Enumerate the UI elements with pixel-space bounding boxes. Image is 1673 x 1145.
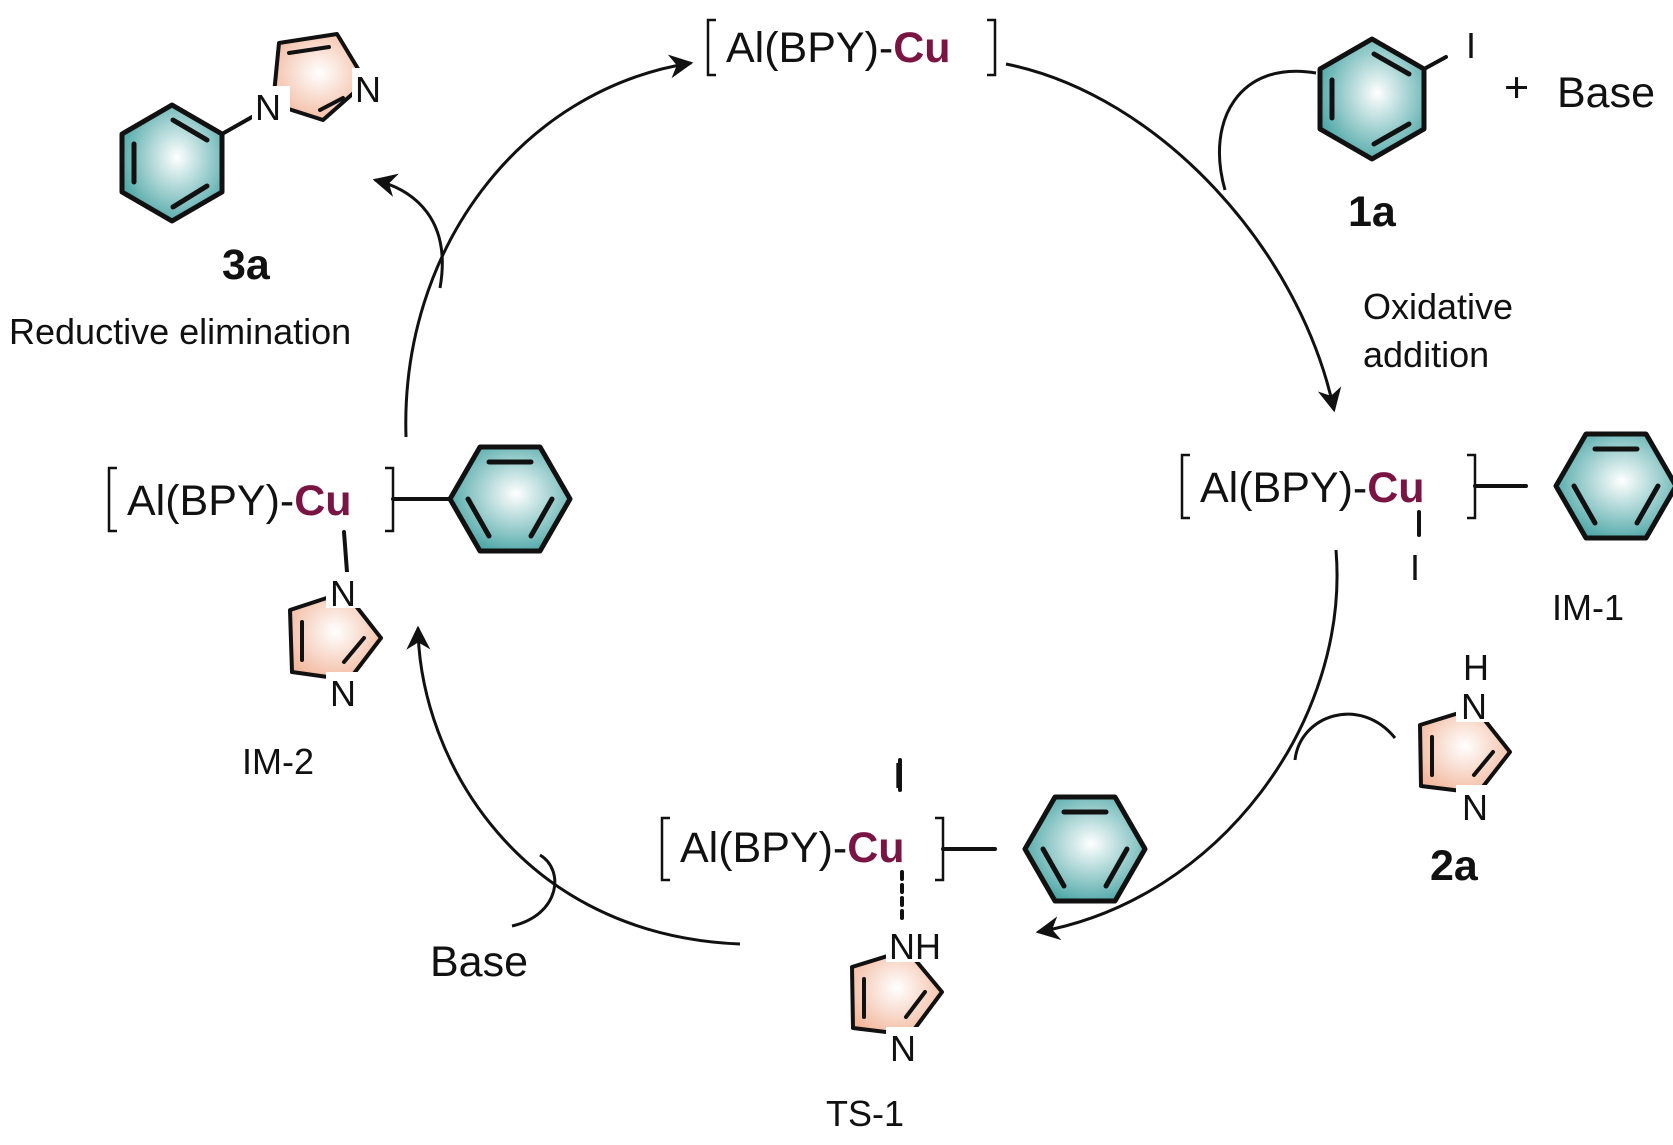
step-oxidative-line2: addition: [1363, 334, 1489, 375]
copper-label: Cu: [1367, 464, 1424, 512]
iodine-label: I: [1410, 547, 1420, 588]
bracket-left: [1180, 453, 1190, 520]
intermediate-im1: Al(BPY)-Cu I IM-1: [1180, 431, 1673, 628]
complex-prefix: Al(BPY)-: [726, 24, 893, 72]
reagent-2a-entry-curve: [1293, 712, 1397, 761]
svg-text:Al(BPY)-Cu: Al(BPY)-Cu: [1200, 464, 1425, 512]
complex-top: Al(BPY)-Cu: [706, 18, 997, 77]
reagent-1a: I + Base 1a: [1317, 25, 1655, 236]
imidazole-ring: [288, 590, 383, 682]
cu-n-bond: [342, 530, 349, 574]
label-im2: IM-2: [242, 741, 314, 782]
imidazole-ring: [1418, 706, 1512, 795]
copper-label: Cu: [893, 24, 950, 72]
base-entry-curve: [511, 853, 557, 928]
imidazole-ring: [850, 948, 944, 1037]
n-top-label: N: [1461, 686, 1487, 727]
arc-top-to-im1: [1005, 62, 1342, 413]
complex-prefix: Al(BPY)-: [1200, 464, 1367, 512]
n-bottom-label: N: [890, 1028, 916, 1069]
intermediate-im2: Al(BPY)-Cu N N IM-2: [107, 444, 573, 782]
arc-ts1-to-im2: [406, 625, 741, 946]
complex-prefix: Al(BPY)-: [680, 824, 847, 872]
product-3a: N N 3a: [119, 32, 390, 289]
label-3a: 3a: [222, 241, 271, 289]
svg-text:Al(BPY)-Cu: Al(BPY)-Cu: [680, 824, 905, 872]
arc-im2-to-top: [404, 54, 694, 438]
iodine-label: I: [1466, 25, 1476, 66]
svg-text:Al(BPY)-Cu: Al(BPY)-Cu: [726, 24, 951, 72]
n-top-label: N: [330, 573, 356, 614]
base-label: Base: [430, 938, 528, 986]
copper-label: Cu: [847, 824, 904, 872]
copper-label: Cu: [294, 477, 351, 525]
label-ts1: TS-1: [826, 1093, 904, 1134]
bracket-left: [706, 18, 716, 77]
base-label-top: Base: [1557, 69, 1655, 117]
step-reductive: Reductive elimination: [9, 311, 351, 352]
complex-prefix: Al(BPY)-: [127, 477, 294, 525]
c-i-bond: [1422, 55, 1448, 71]
n-bottom-label: N: [330, 673, 356, 714]
n-bottom-label: N: [1462, 787, 1488, 828]
benzene-ring: [119, 102, 225, 224]
n3-label: N: [355, 69, 381, 110]
n1-label: N: [255, 87, 281, 128]
h-label: H: [1463, 647, 1489, 688]
label-im1: IM-1: [1552, 587, 1624, 628]
bracket-right: [987, 18, 997, 77]
plus-sign: +: [1504, 64, 1529, 112]
phenyl-n-bond: [220, 115, 254, 136]
label-2a: 2a: [1430, 842, 1479, 890]
nh-label: NH: [889, 926, 941, 967]
product-exit-arrow: [372, 173, 444, 289]
reagent-2a: H N N 2a: [1418, 647, 1512, 890]
transition-state-ts1: I Al(BPY)-Cu NH N TS-1: [660, 758, 1148, 1134]
arc-im1-to-ts1: [1035, 549, 1339, 941]
reagent-1a-entry-curve: [1217, 69, 1317, 191]
bracket-left: [107, 466, 117, 533]
step-oxidative-line1: Oxidative: [1363, 286, 1513, 327]
svg-text:Al(BPY)-Cu: Al(BPY)-Cu: [127, 477, 352, 525]
benzene-ring: [1317, 36, 1427, 162]
bracket-left: [660, 816, 670, 882]
label-1a: 1a: [1348, 188, 1397, 236]
ts1-iodine-visible: I: [893, 755, 903, 796]
